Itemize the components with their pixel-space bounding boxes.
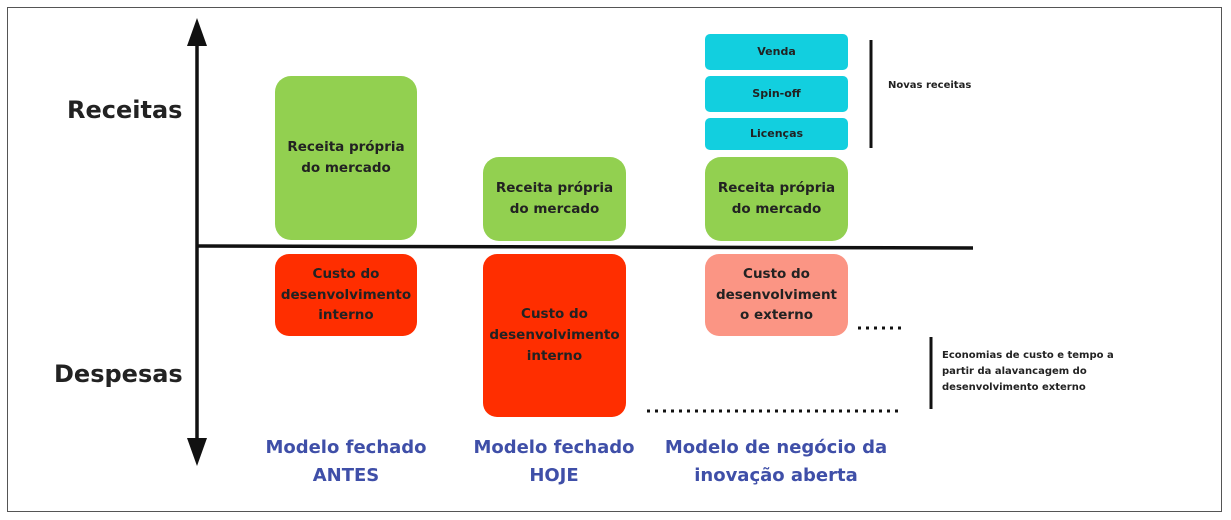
horizontal-baseline	[196, 244, 974, 250]
box-antes-receita: Receita própria do mercado	[275, 76, 417, 240]
box-antes-custo: Custo do desenvolvimento interno	[275, 254, 417, 336]
box-aberta-custo: Custo do desenvolviment o externo	[705, 254, 848, 336]
box-aberta-receita: Receita própria do mercado	[705, 157, 848, 241]
axis-label-despesas: Despesas	[54, 360, 183, 388]
note-novas-receitas: Novas receitas	[888, 80, 972, 91]
axis-label-receitas: Receitas	[67, 96, 183, 124]
model-label-aberta: Modelo de negócio da inovação aberta	[664, 437, 888, 486]
box-hoje-custo: Custo do desenvolvimento interno	[483, 254, 626, 417]
box-venda: Venda	[705, 34, 848, 70]
model-label-antes: Modelo fechado ANTES	[265, 437, 427, 486]
note-economias: Economias de custo e tempo a partir da a…	[942, 350, 1114, 393]
axis-arrow-up	[187, 18, 207, 46]
box-licencas: Licenças	[705, 118, 848, 150]
box-hoje-receita: Receita própria do mercado	[483, 157, 626, 241]
model-label-hoje: Modelo fechado HOJE	[473, 437, 635, 486]
box-spinoff: Spin-off	[705, 76, 848, 112]
axis-arrow-down	[187, 438, 207, 466]
